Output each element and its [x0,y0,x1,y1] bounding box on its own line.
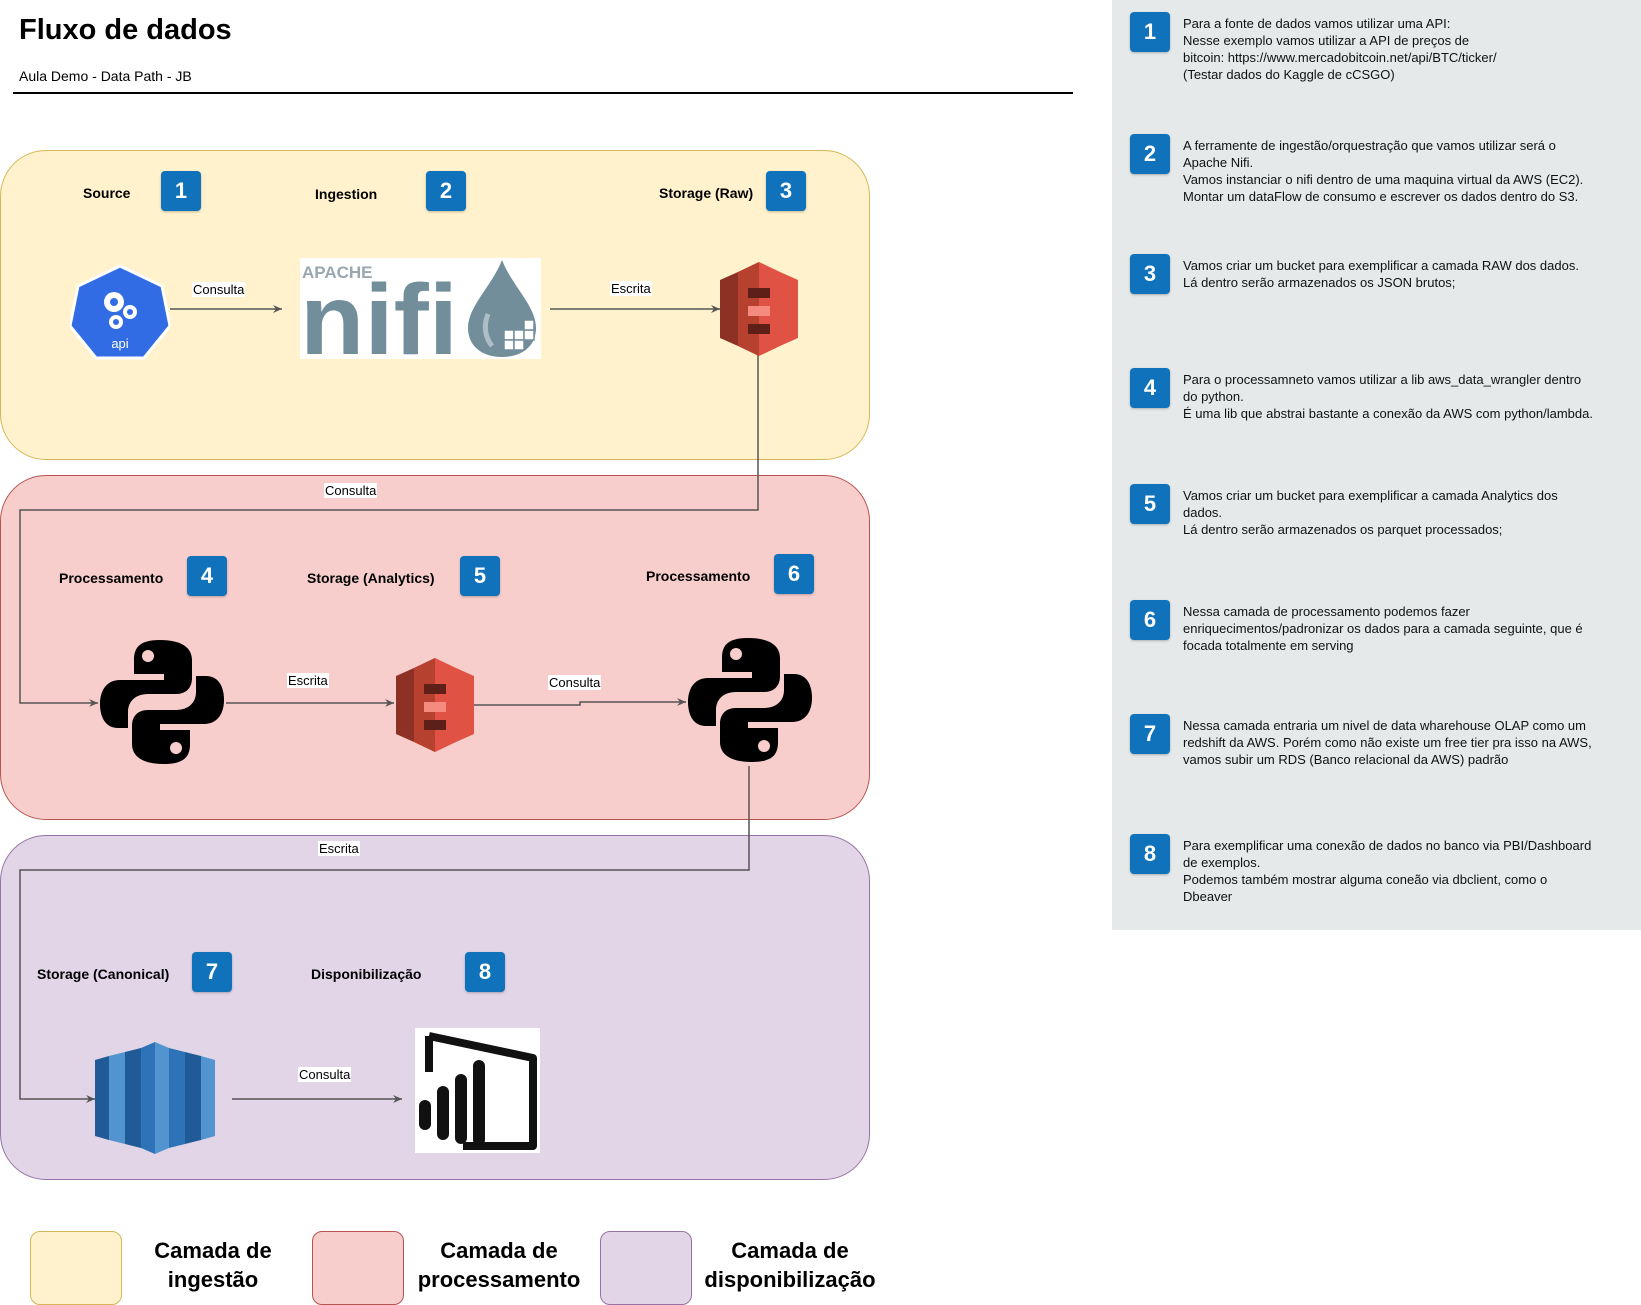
s3-bucket-raw-icon [720,262,798,356]
step-label-storage-canonical: Storage (Canonical) [37,966,170,982]
step-badge-5: 5 [460,556,500,596]
note-text-5: Vamos criar um bucket para exemplificar … [1183,488,1558,537]
legend-swatch-ingestion [30,1231,122,1305]
page-title: Fluxo de dados [19,14,232,46]
page-subtitle: Aula Demo - Data Path - JB [19,68,192,84]
note-text-2: A ferramente de ingestão/orquestração qu… [1183,138,1584,204]
step-label-ingestion: Ingestion [315,186,378,202]
title-divider [13,92,1073,94]
note-badge-3: 3 [1130,254,1170,294]
note-5: 5 Vamos criar um bucket para exemplifica… [1130,472,1630,562]
legend-label-serving: Camada de disponibilização [704,1238,876,1292]
note-text-3: Vamos criar um bucket para exemplificar … [1183,258,1579,290]
note-badge-1: 1 [1130,12,1170,52]
python-processing-2-icon [688,638,812,762]
legend-swatch-serving [600,1231,692,1305]
note-6: 6 Nessa camada de processamento podemos … [1130,588,1630,678]
note-3: 3 Vamos criar um bucket para exemplifica… [1130,242,1630,332]
step-badge-6: 6 [774,554,814,594]
nifi-logo-icon: APACHE nifi [300,258,541,359]
powerbi-icon [415,1028,540,1153]
step-label-source: Source [83,185,131,201]
note-badge-2: 2 [1130,134,1170,174]
note-badge-7: 7 [1130,714,1170,754]
step-badge-3: 3 [766,171,806,211]
step-badge-7: 7 [192,952,232,992]
note-7: 7 Nessa camada entraria um nivel de data… [1130,702,1630,792]
api-icon: api [70,264,170,360]
step-label-processamento-2: Processamento [646,568,751,584]
legend-label-processing: Camada de processamento [417,1238,581,1292]
legend-swatch-processing [312,1231,404,1305]
legend-label-ingestion: Camada de ingestão [154,1238,272,1292]
nifi-word-text: nifi [300,264,458,359]
step-badge-8: 8 [465,952,505,992]
step-label-processamento: Processamento [59,570,164,586]
note-text-7: Nessa camada entraria um nivel de data w… [1183,718,1592,767]
nifi-apache-text: APACHE [302,263,373,282]
note-text-6: Nessa camada de processamento podemos fa… [1183,604,1583,653]
note-4: 4 Para o processamneto vamos utilizar a … [1130,356,1630,446]
edge-s3raw-to-python [19,355,759,707]
edge-label: Escrita [287,673,329,688]
redshift-database-icon [95,1042,215,1154]
note-8: 8 Para exemplificar uma conexão de dados… [1130,822,1630,912]
note-badge-8: 8 [1130,834,1170,874]
note-badge-5: 5 [1130,484,1170,524]
edge-python-to-redshift [19,766,750,1103]
edge-label: Consulta [298,1067,352,1082]
step-label-storage-analytics: Storage (Analytics) [307,570,435,586]
step-badge-2: 2 [426,171,466,211]
edge-label: Escrita [318,841,360,856]
edge-label: Consulta [192,282,246,297]
notes-panel [1112,0,1641,930]
note-1: 1 Para a fonte de dados vamos utilizar u… [1130,0,1630,90]
edge-s3analytics-to-python [474,698,686,706]
edge-label: Consulta [324,483,378,498]
step-badge-4: 4 [187,556,227,596]
step-badge-1: 1 [161,171,201,211]
note-2: 2 A ferramente de ingestão/orquestração … [1130,122,1630,212]
note-text-8: Para exemplificar uma conexão de dados n… [1183,838,1592,904]
s3-bucket-analytics-icon [396,658,474,752]
edge-label: Escrita [610,281,652,296]
note-badge-4: 4 [1130,368,1170,408]
api-icon-label: api [111,336,128,351]
step-label-disponibilizacao: Disponibilização [311,966,422,982]
python-processing-icon [100,640,224,764]
step-label-storage-raw: Storage (Raw) [659,185,754,201]
note-text-1: Para a fonte de dados vamos utilizar uma… [1183,16,1497,82]
note-badge-6: 6 [1130,600,1170,640]
note-text-4: Para o processamneto vamos utilizar a li… [1183,372,1593,421]
edge-label: Consulta [548,675,602,690]
